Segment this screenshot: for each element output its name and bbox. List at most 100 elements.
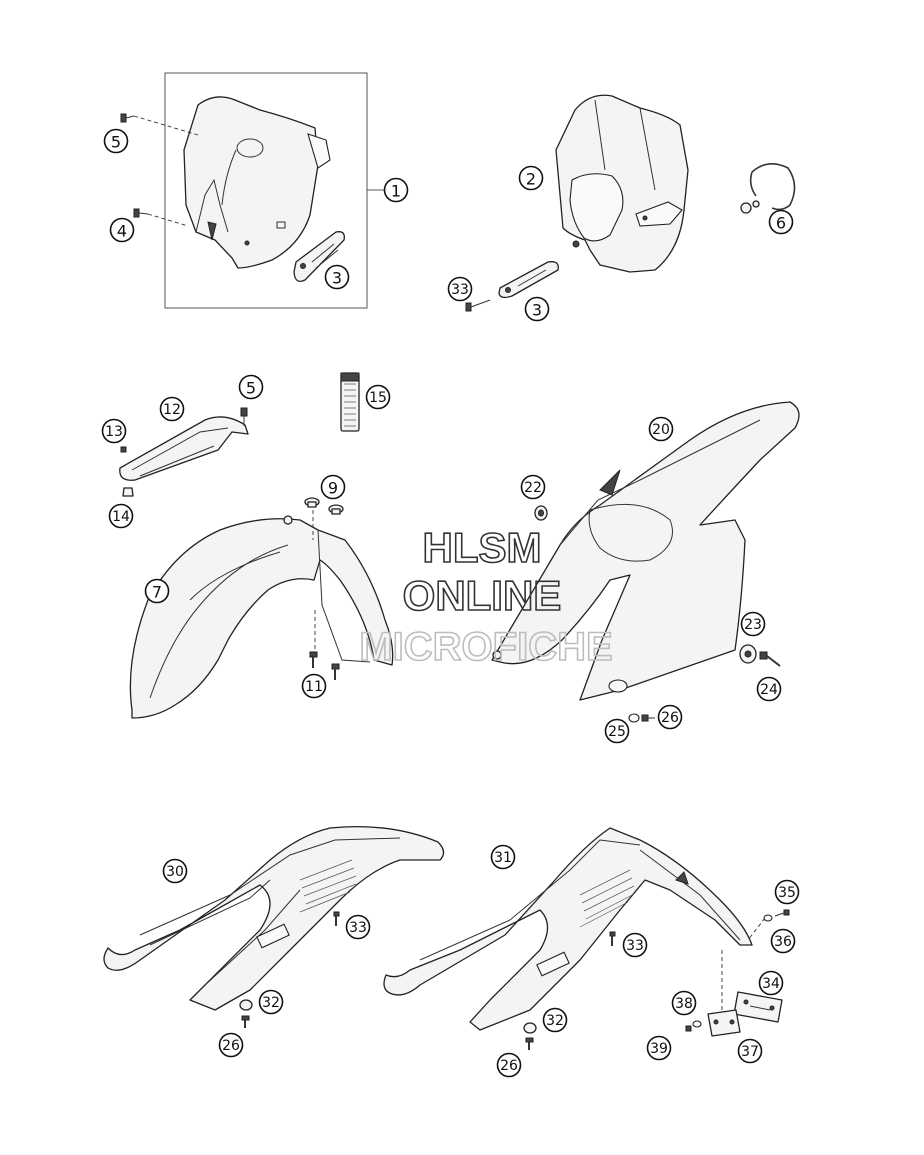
bracket-part-37[interactable] [707, 1009, 741, 1037]
callout-9[interactable]: 9 [320, 474, 346, 500]
grommet-part-9b[interactable] [328, 504, 344, 515]
callout-5b[interactable]: 5 [238, 374, 264, 400]
callout-15[interactable]: 15 [365, 384, 391, 410]
callout-26a[interactable]: 26 [657, 704, 683, 730]
callout-2[interactable]: 2 [518, 165, 544, 191]
nut-part-32a[interactable] [239, 999, 253, 1011]
callout-6[interactable]: 6 [768, 209, 794, 235]
callout-1[interactable]: 1 [383, 177, 409, 203]
callout-number: 30 [166, 864, 184, 880]
bolt-part-24[interactable] [759, 651, 781, 667]
callout-33b[interactable]: 33 [345, 914, 371, 940]
callout-circle [490, 844, 516, 870]
side-plate-part-3a[interactable] [293, 231, 345, 283]
screw-part-4[interactable] [133, 208, 149, 218]
screw-part-33c[interactable] [609, 931, 616, 946]
callout-circle [604, 718, 630, 744]
callout-circle [324, 264, 350, 290]
callout-number: 12 [163, 402, 181, 418]
callout-7[interactable]: 7 [144, 578, 170, 604]
screw-part-33a[interactable] [465, 299, 491, 312]
callout-23[interactable]: 23 [740, 611, 766, 637]
callout-14[interactable]: 14 [108, 503, 134, 529]
callout-3b[interactable]: 3 [524, 296, 550, 322]
bushing-part-23[interactable] [739, 644, 757, 664]
screw-part-35[interactable] [774, 909, 790, 917]
screw-part-39[interactable] [685, 1025, 692, 1032]
plate-part-34[interactable] [733, 991, 783, 1023]
watermark-line-1: HLSM [423, 524, 542, 571]
callout-39[interactable]: 39 [646, 1035, 672, 1061]
callout-circle [648, 416, 674, 442]
callout-number: 5 [246, 379, 256, 398]
callout-number: 5 [111, 133, 121, 152]
rear-fender-part-31[interactable] [383, 827, 753, 1031]
callout-31[interactable]: 31 [490, 844, 516, 870]
callout-3a[interactable]: 3 [324, 264, 350, 290]
callout-circle [671, 990, 697, 1016]
washer-part-25[interactable] [628, 713, 640, 723]
nut-part-14[interactable] [122, 487, 134, 497]
washer-part-36[interactable] [763, 914, 773, 922]
grommet-part-9a[interactable] [304, 497, 320, 508]
callout-number: 34 [762, 976, 780, 992]
callout-20[interactable]: 20 [648, 416, 674, 442]
screw-part-11b[interactable] [331, 663, 340, 680]
screw-part-26c[interactable] [525, 1037, 534, 1050]
callout-circle [109, 217, 135, 243]
callout-circle [520, 474, 546, 500]
callout-33a[interactable]: 33 [447, 276, 473, 302]
callout-32a[interactable]: 32 [258, 989, 284, 1015]
clamp-part-6[interactable] [740, 163, 796, 214]
screw-part-26b[interactable] [241, 1015, 250, 1028]
air-filter-part-15[interactable] [340, 372, 360, 432]
callout-30[interactable]: 30 [162, 858, 188, 884]
callout-number: 15 [369, 390, 387, 406]
callout-number: 11 [305, 679, 323, 695]
callout-number: 39 [650, 1041, 668, 1057]
callout-number: 36 [774, 934, 792, 950]
callout-number: 4 [117, 222, 127, 241]
callout-25[interactable]: 25 [604, 718, 630, 744]
callout-11[interactable]: 11 [301, 673, 327, 699]
callout-number: 26 [500, 1058, 518, 1074]
callout-number: 3 [532, 301, 542, 320]
rear-fender-part-20[interactable] [491, 401, 800, 701]
callout-13[interactable]: 13 [101, 418, 127, 444]
screw-part-26a[interactable] [641, 714, 655, 722]
callout-26c[interactable]: 26 [496, 1052, 522, 1078]
callout-22[interactable]: 22 [520, 474, 546, 500]
callout-circle [740, 611, 766, 637]
headlight-mask-part-2[interactable] [555, 94, 689, 273]
nut-part-32b[interactable] [523, 1022, 537, 1034]
screw-part-11a[interactable] [309, 651, 318, 668]
callout-24[interactable]: 24 [756, 676, 782, 702]
chain-guard-part-12[interactable] [119, 416, 249, 481]
rear-fender-part-30[interactable] [103, 826, 445, 1011]
callout-4[interactable]: 4 [109, 217, 135, 243]
callout-circle [218, 1032, 244, 1058]
callout-circle [758, 970, 784, 996]
callout-5a[interactable]: 5 [103, 128, 129, 154]
callout-34[interactable]: 34 [758, 970, 784, 996]
washer-part-38[interactable] [692, 1020, 702, 1028]
callout-36[interactable]: 36 [770, 928, 796, 954]
callout-12[interactable]: 12 [159, 396, 185, 422]
screw-part-5a[interactable] [120, 113, 135, 123]
callout-number: 38 [675, 996, 693, 1012]
callout-38[interactable]: 38 [671, 990, 697, 1016]
callout-circle [103, 128, 129, 154]
callout-number: 31 [494, 850, 512, 866]
callout-26b[interactable]: 26 [218, 1032, 244, 1058]
screw-part-5b[interactable] [240, 407, 248, 426]
callout-33c[interactable]: 33 [622, 932, 648, 958]
headlight-mask-part[interactable] [183, 96, 331, 269]
side-plate-part-3b[interactable] [498, 261, 559, 299]
callout-32b[interactable]: 32 [542, 1007, 568, 1033]
callout-35[interactable]: 35 [774, 879, 800, 905]
front-fender-part-7[interactable] [129, 515, 394, 719]
screw-part-33b[interactable] [333, 911, 340, 926]
washer-part-13[interactable] [120, 446, 127, 453]
callout-37[interactable]: 37 [737, 1038, 763, 1064]
nut-part-22[interactable] [534, 505, 548, 521]
